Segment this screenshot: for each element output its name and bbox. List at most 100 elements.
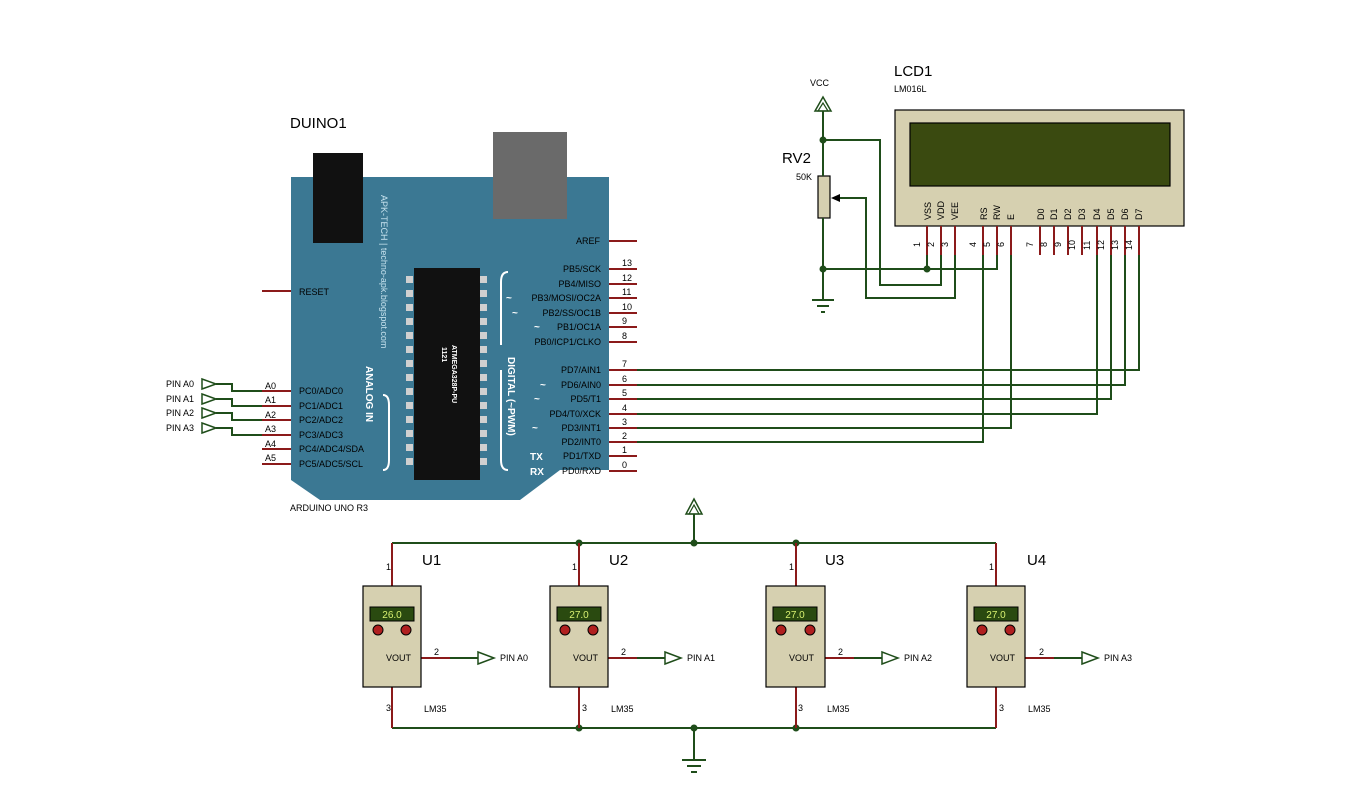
digital-pin-name: PB0/ICP1/CLKO <box>534 337 601 347</box>
sensor-u3[interactable]: 27.0 U3 1 3 2 VOUT LM35 PIN A2 <box>765 543 932 728</box>
input-terminal-arrow[interactable] <box>201 377 219 391</box>
lcd-ref: LCD1 <box>894 63 932 80</box>
decrement-icon[interactable] <box>559 624 571 636</box>
sensor-u4[interactable]: 27.0 U4 1 3 2 VOUT LM35 PIN A3 <box>966 543 1132 728</box>
sensor-u2[interactable]: 27.0 U2 1 3 2 VOUT LM35 PIN A1 <box>549 543 715 728</box>
lcd-pin-name: D0 <box>1036 208 1046 220</box>
lcd-pin-numbers: 1 2 3 4 5 6 7 8 9 10 11 12 13 14 <box>912 240 1134 250</box>
sensor-pin-out: 2 <box>1039 647 1044 657</box>
lcd-pin-name: D4 <box>1092 208 1102 220</box>
pot-body <box>817 175 831 219</box>
input-terminal-arrow[interactable] <box>201 392 219 406</box>
increment-icon[interactable] <box>1004 624 1016 636</box>
sensor-vout: VOUT <box>990 653 1016 663</box>
digital-pin-number: 9 <box>622 316 627 326</box>
sensor-display <box>369 606 415 622</box>
digital-pin-name: PB4/MISO <box>558 279 601 289</box>
sensor-supply-arrow[interactable] <box>684 497 704 515</box>
lcd-pin-number: 9 <box>1053 242 1063 247</box>
sensor-temp: 27.0 <box>986 610 1006 621</box>
input-terminal-arrow[interactable] <box>201 406 219 420</box>
lcd-data-wires <box>637 255 1140 443</box>
sensor-net-label: PIN A0 <box>500 653 528 663</box>
chip-pads-right <box>480 276 487 465</box>
decrement-icon[interactable] <box>372 624 384 636</box>
pot-ref: RV2 <box>782 150 811 167</box>
input-terminal-arrow[interactable] <box>201 421 219 435</box>
potentiometer[interactable]: RV2 50K <box>782 150 840 219</box>
output-terminal-arrow <box>881 650 901 666</box>
sensor-vout: VOUT <box>573 653 599 663</box>
lcd-pin-number: 3 <box>940 242 950 247</box>
decrement-icon[interactable] <box>775 624 787 636</box>
digital-pin-number: 13 <box>622 258 632 268</box>
analog-pin-number: A1 <box>265 395 276 405</box>
sensor-net-label: PIN A1 <box>687 653 715 663</box>
digital-pin-name: PD1/TXD <box>563 451 602 461</box>
increment-icon[interactable] <box>400 624 412 636</box>
digital-pin-number: 11 <box>622 287 631 297</box>
pwm-mark: ~ <box>506 293 512 304</box>
pot-wiper-arrow <box>831 194 840 202</box>
supply-arrow-inner <box>687 503 701 515</box>
vcc-label: VCC <box>810 78 830 88</box>
digital-pin-number: 2 <box>622 431 627 441</box>
analog-pin-name: PC0/ADC0 <box>299 386 343 396</box>
sensor-body <box>966 585 1026 688</box>
sensor-display <box>556 606 602 622</box>
sensor-pin-gnd: 3 <box>386 703 391 713</box>
decrement-icon[interactable] <box>976 624 988 636</box>
lcd-pin-name: D1 <box>1049 208 1059 220</box>
increment-icon[interactable] <box>587 624 599 636</box>
pwm-mark: ~ <box>534 322 540 333</box>
lcd-ground-symbol <box>812 299 834 313</box>
arduino-board[interactable]: DUINO1 APK-TECH | techno-apk.blogspot.co… <box>290 115 609 513</box>
rx-silk: RX <box>530 467 544 478</box>
sensor-pin-out: 2 <box>434 647 439 657</box>
sensor-ref: U3 <box>825 552 844 569</box>
chip-pads-left <box>406 276 413 465</box>
sensor-display <box>973 606 1019 622</box>
chip-part: ATMEGA328P-PU <box>450 345 457 403</box>
sensor-temp: 27.0 <box>569 610 589 621</box>
pwm-mark: ~ <box>532 423 538 434</box>
lcd-pin-number: 1 <box>912 242 922 247</box>
digital-pin-name: PB5/SCK <box>563 264 601 274</box>
lcd-module[interactable]: LCD1 LM016L VSS VDD VEE RS RW E D0 D1 D2… <box>894 63 1185 227</box>
arduino-ref: DUINO1 <box>290 115 347 132</box>
analog-pin-group: A0 PC0/ADC0 A1 PC1/ADC1 A2 PC2/ADC2 A3 P… <box>262 381 364 469</box>
sensor-part: LM35 <box>424 704 447 714</box>
power-jack <box>313 153 363 243</box>
analog-pin-number: A5 <box>265 453 276 463</box>
sensor-body <box>549 585 609 688</box>
sensor-pin-gnd: 3 <box>798 703 803 713</box>
digital-pin-number: 8 <box>622 331 627 341</box>
vcc-terminal[interactable]: VCC <box>810 78 833 112</box>
analog-pin-name: PC3/ADC3 <box>299 430 343 440</box>
sensor-u1[interactable]: 26.0 U1 1 3 2 VOUT LM35 PIN A0 <box>362 543 528 728</box>
input-terminal-label: PIN A1 <box>166 394 194 404</box>
sensor-part: LM35 <box>827 704 850 714</box>
sensor-temp: 26.0 <box>382 610 402 621</box>
sensor-pin-out: 2 <box>621 647 626 657</box>
lcd-pin-names: VSS VDD VEE RS RW E D0 D1 D2 D3 D4 D5 D6… <box>923 200 1144 220</box>
arduino-model: ARDUINO UNO R3 <box>290 503 368 513</box>
lcd-pin-name: RW <box>992 205 1002 220</box>
pot-value: 50K <box>796 172 812 182</box>
lcd-model: LM016L <box>894 84 927 94</box>
digital-pin-number: 10 <box>622 302 632 312</box>
increment-icon[interactable] <box>804 624 816 636</box>
digital-bracket-top <box>500 271 509 345</box>
analog-pin-name: PC1/ADC1 <box>299 401 343 411</box>
lcd-pin-number: 5 <box>982 242 992 247</box>
analog-input-wires <box>216 383 262 436</box>
sensor-body <box>362 585 422 688</box>
lcd-pin-number: 8 <box>1039 242 1049 247</box>
sensor-ref: U2 <box>609 552 628 569</box>
analog-pin-number: A2 <box>265 410 276 420</box>
analog-pin-number: A0 <box>265 381 276 391</box>
digital-pin-name: PB3/MOSI/OC2A <box>531 293 601 303</box>
lcd-screen <box>909 122 1171 187</box>
supply-arrow-icon <box>684 497 704 515</box>
sensor-body <box>765 585 826 688</box>
